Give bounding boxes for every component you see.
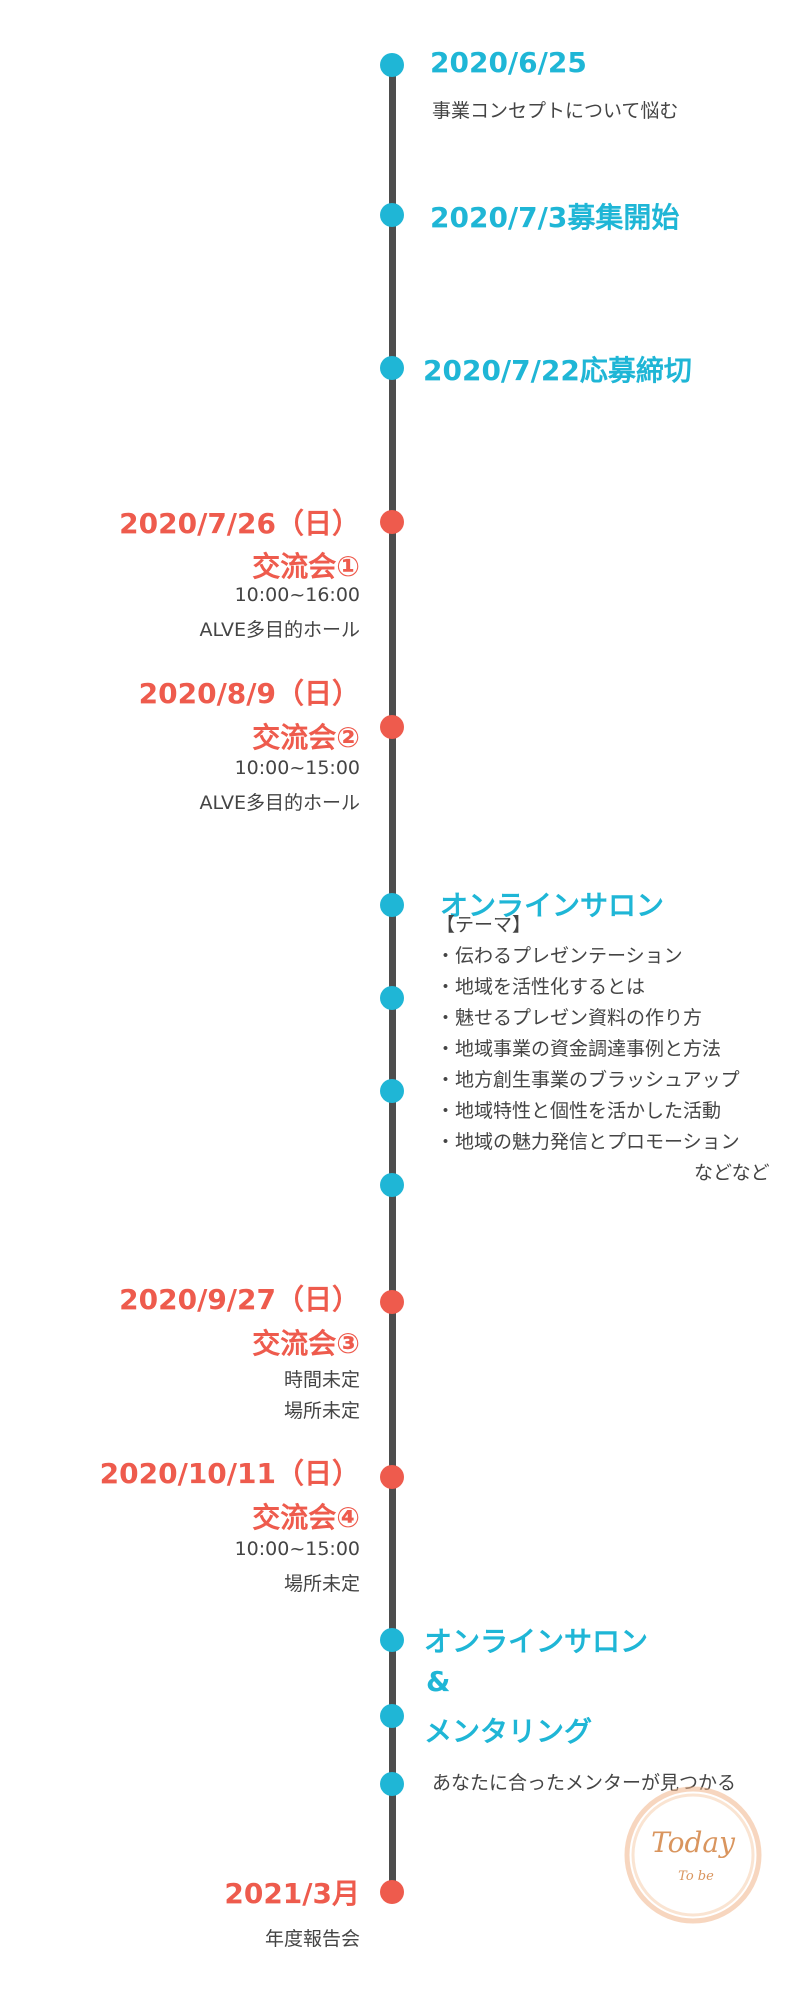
meetup-time: 10:00~16:00 [234,584,360,606]
meetup-date: 2020/10/11（日） [99,1457,360,1490]
meetup-place: ALVE多目的ホール [199,619,361,641]
logo-word-2: To be [678,1869,714,1884]
event-title: 2020/7/22応募締切 [423,354,692,387]
timeline-dot [380,893,404,917]
mentoring-title-line2: & [426,1665,451,1698]
theme-item: ・地域事業の資金調達事例と方法 [436,1038,722,1060]
mentoring-description: あなたに合ったメンターが見つかる [432,1772,737,1794]
mentoring-title-line1: オンラインサロン [424,1625,649,1658]
timeline-dot [380,1079,404,1103]
final-description: 年度報告会 [264,1928,360,1950]
theme-list: 【テーマ】 ・伝わるプレゼンテーション ・地域を活性化するとは ・魅せるプレゼン… [436,910,770,1189]
today-logo: Today To be [618,1780,768,1930]
timeline-dot [380,715,404,739]
logo-word-1: Today [651,1826,736,1859]
timeline-dot [380,1880,404,1904]
timeline-dot [380,1704,404,1728]
meetup-title: 交流会② [252,721,360,754]
timeline-dot [380,986,404,1010]
timeline-dot [380,203,404,227]
theme-item: ・地域特性と個性を活かした活動 [436,1100,722,1122]
timeline-dot [380,1465,404,1489]
event-title: 2020/7/3募集開始 [430,201,680,234]
meetup-time: 10:00~15:00 [234,757,360,779]
meetup-place: 場所未定 [283,1573,360,1595]
logo-ring-icon: Today To be [624,1786,762,1924]
meetup-place: ALVE多目的ホール [199,792,361,814]
meetup-title: 交流会③ [252,1327,360,1360]
timeline-dot [380,1628,404,1652]
event-description: 事業コンセプトについて悩む [432,100,679,122]
timeline-dot [380,1772,404,1796]
theme-item: ・地域の魅力発信とプロモーション [436,1131,740,1153]
event-date: 2020/6/25 [430,46,587,79]
timeline-dot [380,510,404,534]
meetup-title: 交流会④ [252,1501,360,1534]
meetup-place: 場所未定 [283,1400,360,1422]
meetup-title: 交流会① [252,550,360,583]
meetup-time: 時間未定 [283,1369,360,1391]
timeline-dot [380,1290,404,1314]
timeline-line [389,60,396,1900]
theme-footer: などなど [694,1162,770,1184]
meetup-date: 2020/7/26（日） [119,507,360,540]
final-date: 2021/3月 [224,1877,360,1910]
timeline-dot [380,53,404,77]
salon-title: オンラインサロン [440,889,665,922]
mentoring-title-line3: メンタリング [424,1715,593,1748]
theme-header: 【テーマ】 [436,914,532,936]
theme-item: ・地方創生事業のブラッシュアップ [436,1069,740,1091]
meetup-time: 10:00~15:00 [234,1538,360,1560]
theme-item: ・魅せるプレゼン資料の作り方 [436,1007,703,1029]
theme-item: ・地域を活性化するとは [436,976,646,998]
timeline-dot [380,1173,404,1197]
timeline-dot [380,356,404,380]
meetup-date: 2020/8/9（日） [138,677,360,710]
theme-item: ・伝わるプレゼンテーション [436,945,683,967]
meetup-date: 2020/9/27（日） [119,1283,360,1316]
